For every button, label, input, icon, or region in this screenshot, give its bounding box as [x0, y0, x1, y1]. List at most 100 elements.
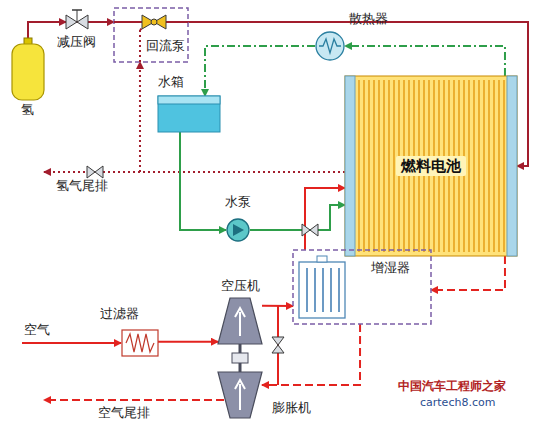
cell-plate — [363, 80, 364, 252]
air-compressor: 空压机 — [218, 298, 262, 344]
humidifier-box-shape — [293, 250, 431, 324]
component-label: 水泵 — [225, 194, 251, 210]
expander-body — [218, 372, 262, 418]
inlet-label: 空气 — [24, 322, 50, 338]
pipe-connector — [140, 62, 345, 172]
radiator-shape — [315, 31, 345, 61]
pipe-connector — [262, 305, 293, 307]
membrane-housing — [299, 262, 345, 318]
water-surface — [158, 96, 220, 104]
compressor-body — [218, 298, 262, 344]
pipe-connector — [262, 324, 360, 385]
hydrogen-tank-shape — [12, 38, 44, 100]
air-filter-shape — [122, 330, 158, 356]
pipe-connector — [345, 46, 505, 76]
cell-plate — [478, 80, 479, 252]
humidifier-box: 增湿器 — [293, 250, 431, 324]
flow-arrow — [235, 308, 245, 336]
shaft-coupling — [232, 353, 248, 363]
pump-body — [227, 219, 249, 241]
exhaust-label: 空气尾排 — [98, 405, 150, 421]
valve-symbol — [66, 15, 88, 29]
component-label: 膨胀机 — [272, 400, 311, 416]
pipe-connector — [88, 21, 114, 23]
pressure-reducing-valve-shape — [66, 14, 88, 30]
air-filter: 过滤器 — [122, 330, 158, 356]
valve-symbol — [302, 224, 318, 236]
dashed-frame — [114, 8, 188, 62]
end-plate — [345, 76, 355, 256]
cell-plate — [383, 80, 384, 252]
valve-stem — [77, 10, 78, 22]
membrane-tube — [338, 268, 340, 312]
component-label: 水箱 — [158, 74, 184, 90]
membrane-tube — [306, 268, 308, 312]
cell-plate — [488, 80, 489, 252]
recirculation-pump-box-shape — [114, 8, 188, 62]
cell-plate — [388, 80, 389, 252]
water-tank-shape — [158, 96, 220, 132]
cell-plate — [358, 80, 359, 252]
valve-handle — [72, 9, 82, 11]
fuel-cell-stack: 燃料电池 — [345, 76, 517, 256]
stack-body — [345, 76, 517, 256]
expander-shape — [218, 372, 262, 418]
cell-plate — [473, 80, 474, 252]
component-label: 增湿器 — [371, 260, 410, 276]
pump-hub — [151, 19, 157, 25]
inlet-cap — [317, 256, 327, 262]
pipe-connector — [205, 46, 315, 96]
pipe-connector — [305, 188, 345, 250]
valve-symbol — [272, 337, 284, 353]
radiator: 散热器 — [315, 31, 345, 61]
water-pump: 水泵 — [226, 218, 250, 242]
water-tank: 水箱 — [158, 96, 220, 132]
flow-arrow — [235, 380, 245, 410]
membrane-tube — [322, 268, 324, 312]
pipe-connector — [158, 341, 218, 343]
pipe-connector — [250, 205, 345, 230]
tank-body — [158, 96, 220, 132]
radiator-body — [316, 32, 344, 60]
tank-body — [12, 44, 44, 100]
cell-plate — [393, 80, 394, 252]
air-compressor-shape — [218, 298, 262, 344]
hydrogen-tank: 氢 — [12, 38, 44, 100]
component-label: 回流泵 — [146, 38, 185, 54]
component-label: 氢 — [21, 102, 34, 118]
end-plate — [507, 76, 517, 256]
pump-impeller — [233, 224, 244, 236]
cell-plate — [493, 80, 494, 252]
air-inlet-pipe — [22, 342, 121, 344]
return-pipe — [139, 30, 141, 62]
recirculation-pump-box: 回流泵 — [114, 8, 188, 62]
pressure-reducing-valve: 减压阀 — [66, 14, 88, 30]
membrane-tube — [330, 268, 332, 312]
dashed-frame — [293, 250, 431, 324]
cell-plate — [468, 80, 469, 252]
valve-symbol — [87, 166, 103, 178]
water-pump-shape — [226, 218, 250, 242]
valve-symbol — [142, 15, 166, 29]
radiator-coil — [319, 39, 341, 53]
component-label: 散热器 — [349, 11, 388, 27]
cell-plate — [503, 80, 504, 252]
watermark: 中国汽车工程师之家 — [398, 379, 506, 393]
stack-label: 燃料电池 — [396, 156, 466, 176]
pipe-connector — [431, 256, 505, 290]
filter-media — [126, 334, 154, 352]
air-exhaust-pipe — [44, 399, 224, 401]
membrane-tube — [314, 268, 316, 312]
expander: 膨胀机 — [218, 372, 262, 418]
watermark: cartech8.com — [420, 396, 495, 409]
cell-plate — [368, 80, 369, 252]
component-label: 减压阀 — [57, 34, 96, 50]
component-label: 空压机 — [221, 278, 260, 294]
filter-body — [122, 330, 158, 356]
cell-plate — [498, 80, 499, 252]
cell-plate — [373, 80, 374, 252]
component-label: 过滤器 — [100, 306, 139, 322]
cell-plate — [483, 80, 484, 252]
